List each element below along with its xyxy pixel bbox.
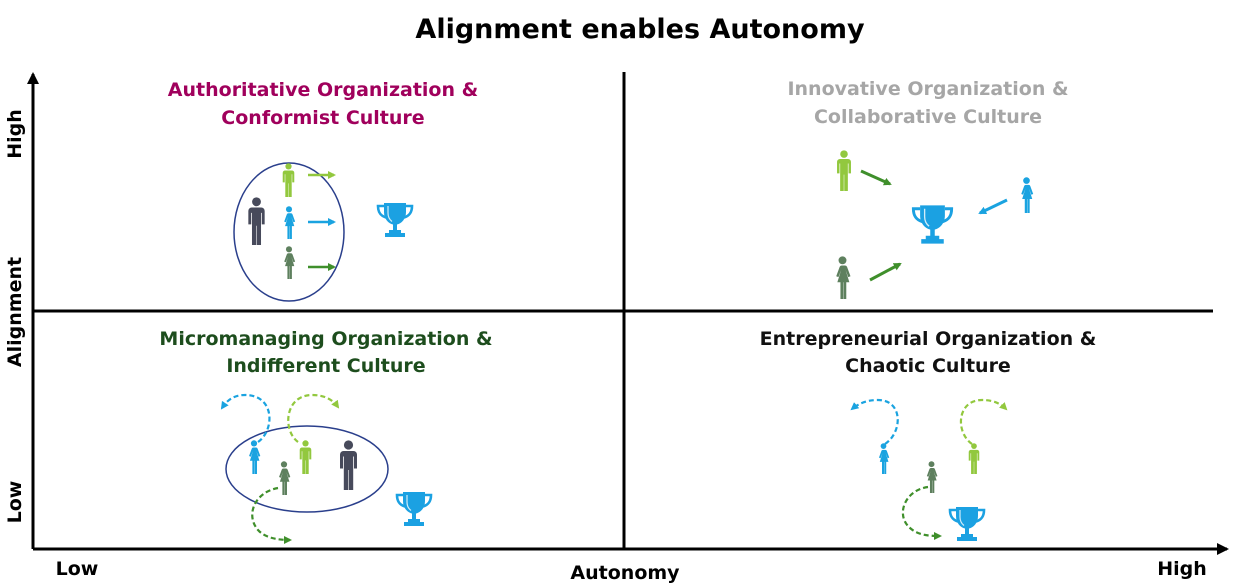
y-low-label: Low: [4, 481, 26, 524]
dashed-arrow-icon: [959, 398, 1008, 445]
dashed-arrow-icon: [220, 393, 271, 443]
leader-man-icon: [248, 197, 265, 245]
man-icon: [968, 443, 980, 474]
entrepreneurial-illustration: [850, 398, 1008, 542]
y-high-label: High: [4, 109, 26, 159]
quadrant-title-top-left-line2: Conformist Culture: [221, 107, 424, 129]
trophy-icon: [376, 202, 414, 238]
woman-icon: [1021, 177, 1034, 213]
man-icon: [837, 150, 851, 191]
woman-icon: [926, 461, 938, 493]
arrow-icon: [860, 169, 892, 186]
group-ellipse: [225, 425, 389, 513]
micromanaging-illustration: [220, 393, 433, 544]
man-icon: [282, 163, 295, 197]
quadrant-title-bottom-right-line2: Chaotic Culture: [845, 355, 1011, 377]
woman-icon: [284, 246, 296, 279]
man-icon: [299, 440, 312, 474]
quadrant-title-bottom-left-line1: Micromanaging Organization &: [159, 328, 492, 350]
x-axis-label: Autonomy: [570, 562, 680, 584]
woman-icon: [836, 256, 851, 299]
dashed-arrow-icon: [901, 485, 942, 540]
quadrant-title-top-right-line1: Innovative Organization &: [787, 78, 1068, 100]
group-ellipse: [233, 162, 345, 302]
y-axis-label: Alignment: [4, 257, 26, 367]
quadrant-title-top-right-line2: Collaborative Culture: [814, 106, 1042, 128]
trophy-icon: [948, 506, 986, 542]
trophy-icon: [395, 491, 433, 527]
dashed-arrow-icon: [850, 398, 899, 445]
dashed-arrow-icon: [251, 486, 292, 544]
innovative-illustration: [836, 150, 1034, 299]
woman-icon: [279, 461, 291, 495]
woman-icon: [284, 206, 296, 239]
leader-man-icon: [340, 440, 357, 490]
x-low-label: Low: [56, 558, 99, 580]
arrow-icon: [978, 198, 1008, 215]
quadrant-title-bottom-right-line1: Entrepreneurial Organization &: [760, 328, 1097, 350]
diagram-title: Alignment enables Autonomy: [415, 14, 865, 45]
dashed-arrow-icon: [287, 393, 340, 443]
arrow-icon: [869, 262, 902, 282]
woman-icon: [878, 443, 890, 474]
quadrant-title-top-left-line1: Authoritative Organization &: [168, 79, 478, 101]
authoritative-illustration: [233, 162, 414, 302]
quadrant-title-bottom-left-line2: Indifferent Culture: [226, 355, 425, 377]
trophy-icon: [911, 204, 954, 245]
x-high-label: High: [1157, 558, 1207, 580]
woman-icon: [249, 440, 261, 474]
